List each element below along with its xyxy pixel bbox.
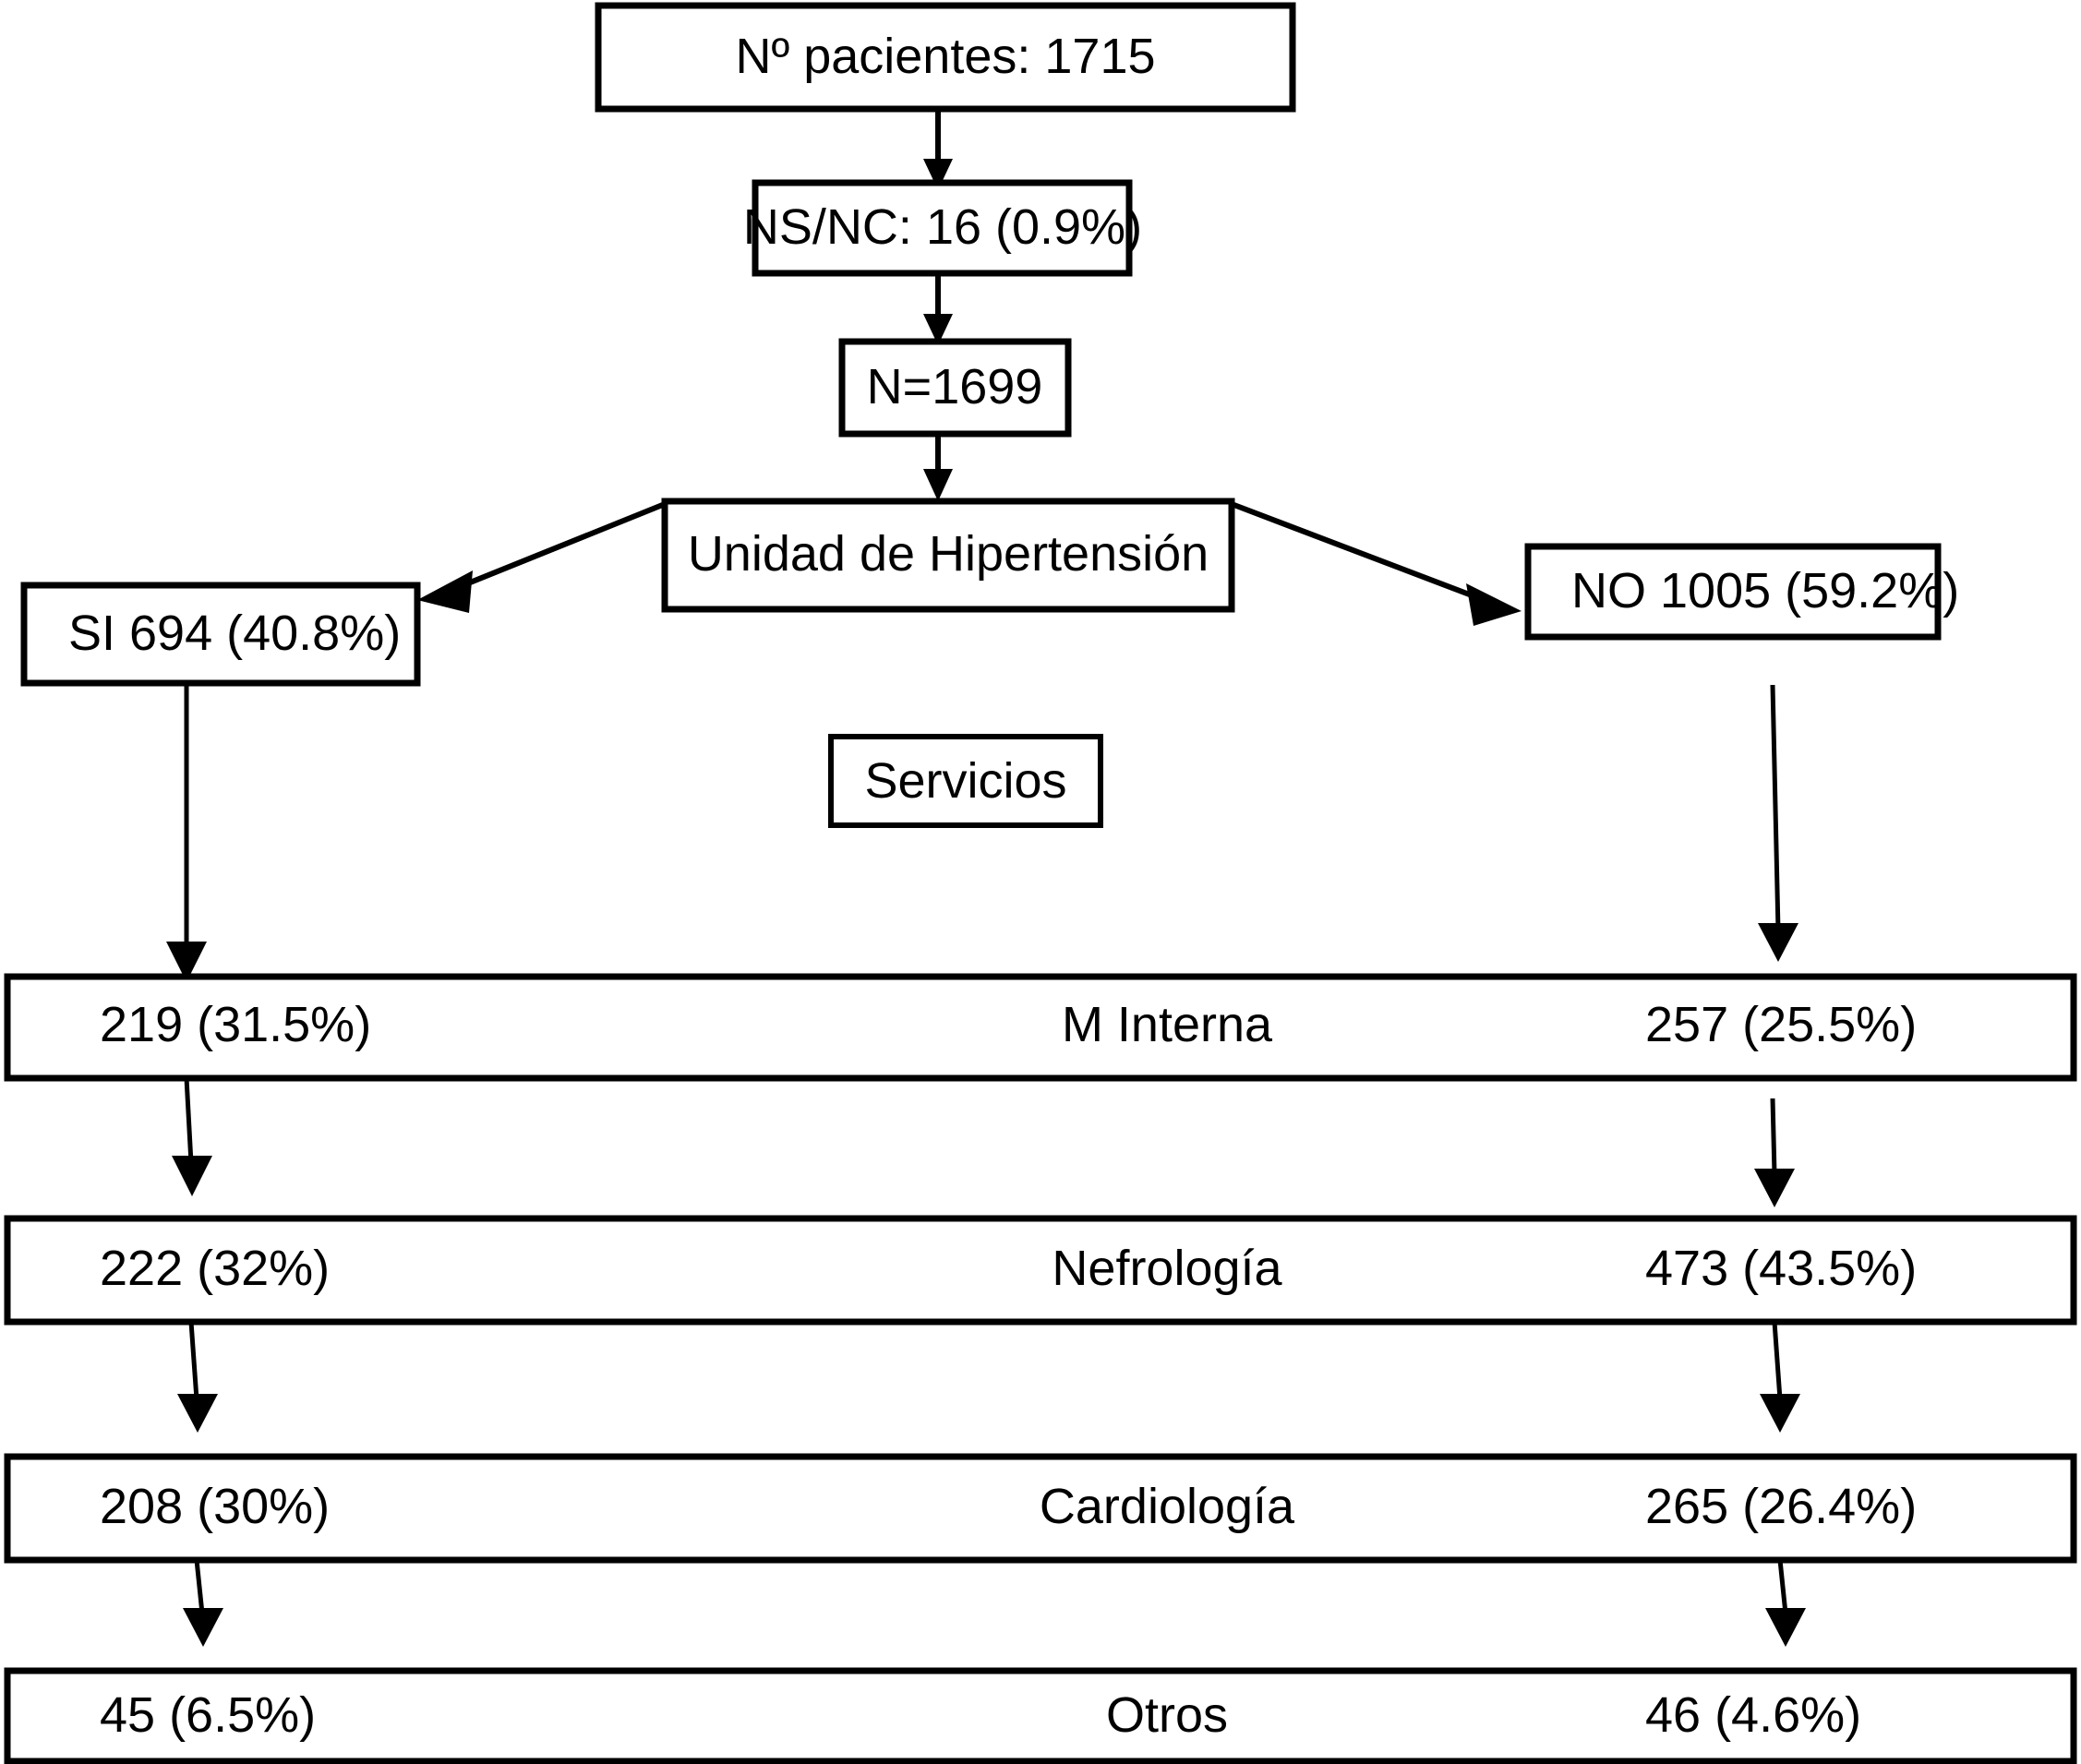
connector-row3-to-row4-right bbox=[1765, 1559, 1806, 1647]
row-left-value: 219 (31.5%) bbox=[100, 997, 371, 1052]
node-hypertension-unit: Unidad de Hipertensión bbox=[661, 498, 1235, 613]
table-row bbox=[4, 973, 2077, 1082]
row-left-value: 45 (6.5%) bbox=[100, 1687, 316, 1743]
connector-no-to-row1 bbox=[1758, 684, 1798, 962]
node-total-patients: Nº pacientes: 1715 bbox=[595, 2, 1296, 113]
arrowhead-down-icon bbox=[1758, 923, 1798, 962]
arrowhead-down-icon bbox=[166, 942, 207, 982]
connector-yes-to-row1 bbox=[166, 683, 207, 982]
connector-n-to-unit bbox=[923, 434, 953, 501]
service-row-cardiologia: 208 (30%) Cardiología 265 (26.4%) bbox=[4, 1453, 2077, 1564]
arrowhead-down-icon bbox=[923, 159, 953, 190]
connector-unit-to-no bbox=[1230, 501, 1522, 626]
node-analyzed-total: N=1699 bbox=[838, 338, 1072, 438]
table-row bbox=[4, 1667, 2077, 1764]
table-row bbox=[4, 1453, 2077, 1564]
hypertension-unit-label: Unidad de Hipertensión bbox=[688, 526, 1209, 582]
row-right-value: 257 (25.5%) bbox=[1645, 997, 1917, 1052]
arrowhead-down-icon bbox=[183, 1608, 223, 1647]
arrowhead-down-icon bbox=[177, 1394, 218, 1433]
row-center-label: Cardiología bbox=[1040, 1479, 1295, 1534]
services-label: Servicios bbox=[864, 753, 1066, 809]
connector-row1-to-row2-right bbox=[1754, 1098, 1795, 1207]
total-patients-label: Nº pacientes: 1715 bbox=[735, 29, 1155, 84]
row-center-label: M Interna bbox=[1062, 997, 1273, 1052]
service-row-otros: 45 (6.5%) Otros 46 (4.6%) bbox=[4, 1667, 2077, 1764]
analyzed-total-box bbox=[838, 338, 1072, 438]
arrowhead-down-icon bbox=[1765, 1608, 1806, 1647]
table-row bbox=[4, 1215, 2077, 1326]
row-right-value: 473 (43.5%) bbox=[1645, 1241, 1917, 1296]
row-left-value: 222 (32%) bbox=[100, 1241, 330, 1296]
node-branch-yes: SI 694 (40.8%) bbox=[20, 582, 421, 687]
row-right-value: 265 (26.4%) bbox=[1645, 1479, 1917, 1534]
ns-nc-box bbox=[752, 179, 1133, 277]
connector-unit-to-yes bbox=[417, 501, 667, 613]
arrowhead-down-icon bbox=[172, 1156, 212, 1196]
connector-row2-to-row3-right bbox=[1760, 1321, 1800, 1433]
arrowhead-down-icon bbox=[923, 469, 953, 501]
branch-yes-box bbox=[20, 582, 421, 687]
connector-nsnc-to-n bbox=[923, 273, 953, 345]
node-services: Servicios bbox=[828, 734, 1103, 828]
service-row-m-interna: 219 (31.5%) M Interna 257 (25.5%) bbox=[4, 973, 2077, 1082]
node-branch-no: NO 1005 (59.2%) bbox=[1524, 543, 1959, 641]
node-ns-nc: NS/NC: 16 (0.9%) bbox=[743, 179, 1142, 277]
row-center-label: Otros bbox=[1106, 1687, 1228, 1743]
arrowhead-down-icon bbox=[1760, 1394, 1800, 1433]
branch-no-box bbox=[1524, 543, 1942, 641]
analyzed-total-label: N=1699 bbox=[867, 359, 1043, 414]
branch-yes-label: SI 694 (40.8%) bbox=[68, 606, 401, 661]
arrowhead-down-icon bbox=[1754, 1169, 1795, 1207]
row-left-value: 208 (30%) bbox=[100, 1479, 330, 1534]
arrowhead-left-icon bbox=[417, 570, 473, 613]
connector-row1-to-row2-left bbox=[172, 1077, 212, 1196]
row-center-label: Nefrología bbox=[1052, 1241, 1282, 1296]
ns-nc-label: NS/NC: 16 (0.9%) bbox=[743, 199, 1142, 255]
branch-no-label: NO 1005 (59.2%) bbox=[1571, 563, 1959, 618]
row-right-value: 46 (4.6%) bbox=[1645, 1687, 1861, 1743]
hypertension-unit-box bbox=[661, 498, 1235, 613]
connector-total-to-nsnc bbox=[923, 109, 953, 190]
services-box bbox=[828, 734, 1103, 828]
connector-row2-to-row3-left bbox=[177, 1321, 218, 1433]
service-row-nefrologia: 222 (32%) Nefrología 473 (43.5%) bbox=[4, 1215, 2077, 1326]
arrowhead-down-icon bbox=[923, 314, 953, 345]
arrowhead-right-icon bbox=[1466, 583, 1522, 626]
total-patients-box bbox=[595, 2, 1296, 113]
connector-row3-to-row4-left bbox=[183, 1559, 223, 1647]
